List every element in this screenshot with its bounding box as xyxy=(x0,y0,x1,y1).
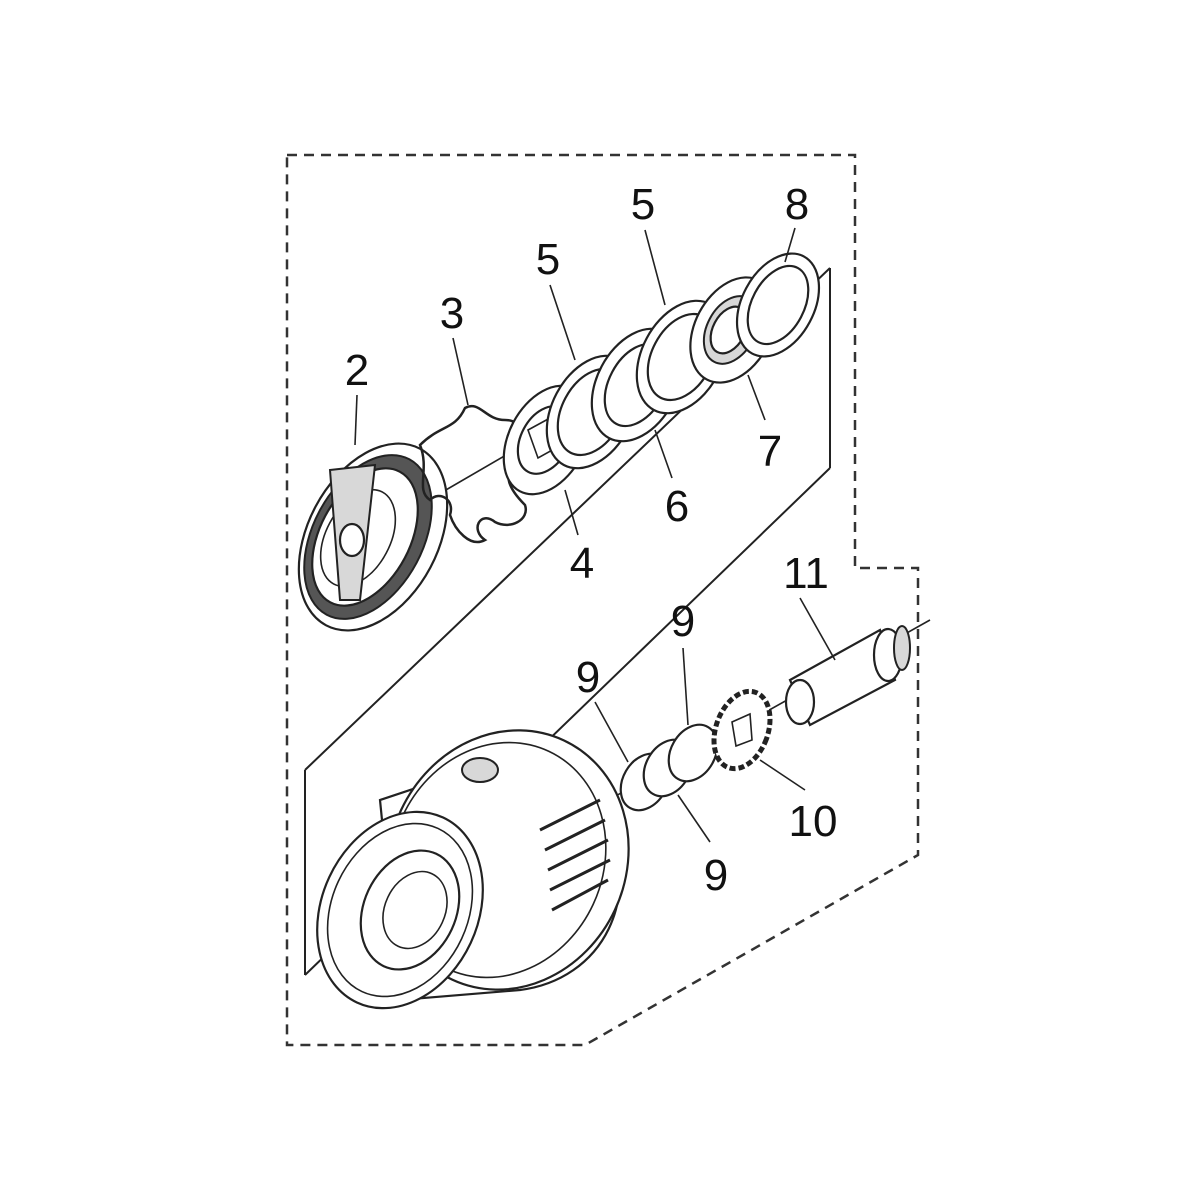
group-frame xyxy=(304,267,831,976)
callout-5b: 5 xyxy=(631,180,655,229)
callout-11: 11 xyxy=(783,549,829,598)
part-10-gear xyxy=(711,688,773,772)
callout-2: 2 xyxy=(345,346,369,395)
callout-8: 8 xyxy=(785,180,809,229)
assembly-boundary xyxy=(285,153,920,1047)
callout-7: 7 xyxy=(758,427,782,476)
callout-10: 10 xyxy=(789,797,838,846)
part-8-washer xyxy=(735,252,821,358)
callout-9b: 9 xyxy=(576,653,600,702)
callout-9a: 9 xyxy=(671,597,695,646)
part-spool xyxy=(316,729,630,1010)
callout-3: 3 xyxy=(440,289,464,338)
callout-5a: 5 xyxy=(536,235,560,284)
part-9-ring-c xyxy=(667,723,719,783)
part-11-shaft xyxy=(784,625,911,727)
leader-lines xyxy=(354,227,836,843)
part-2-drag-knob xyxy=(297,442,449,632)
callout-4: 4 xyxy=(570,539,594,588)
callout-6: 6 xyxy=(665,482,689,531)
part-3-spring xyxy=(418,404,527,544)
callout-9c: 9 xyxy=(704,851,728,900)
